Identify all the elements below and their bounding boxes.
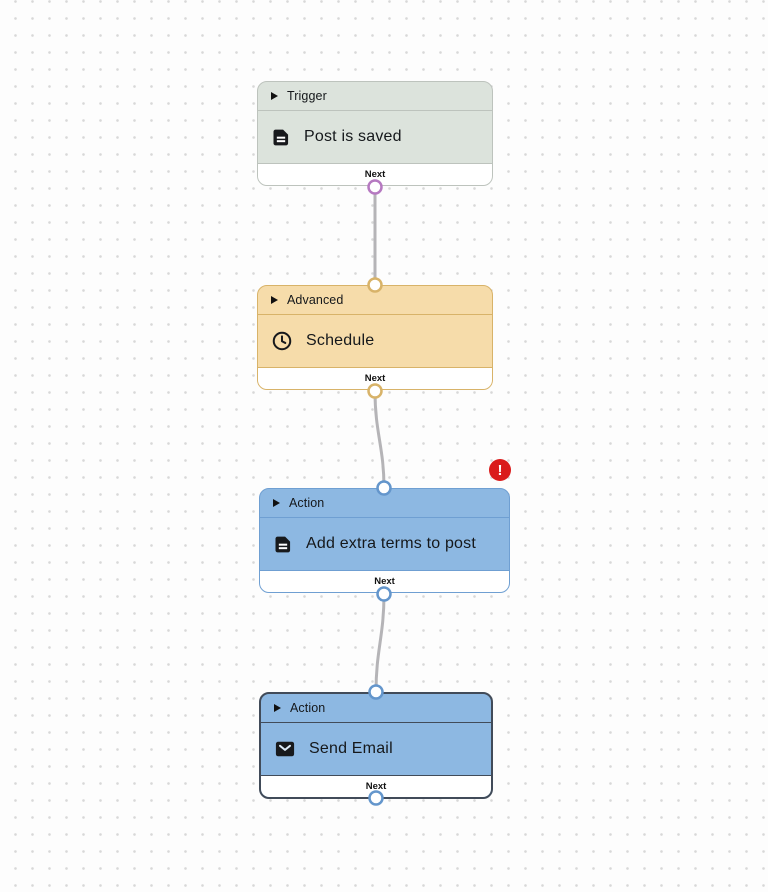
next-output-handle[interactable]: Next xyxy=(258,163,492,185)
node-header[interactable]: Trigger xyxy=(258,82,492,111)
node-category-label: Trigger xyxy=(287,89,327,103)
node-trigger-post-is-saved[interactable]: Trigger Post is saved Next xyxy=(257,81,493,186)
node-category-label: Action xyxy=(289,496,325,510)
node-body: Add extra terms to post xyxy=(260,518,509,570)
node-category-label: Action xyxy=(290,701,326,715)
next-output-handle[interactable]: Next xyxy=(260,570,509,592)
node-header[interactable]: Advanced xyxy=(258,286,492,315)
node-advanced-schedule[interactable]: Advanced Schedule Next xyxy=(257,285,493,390)
input-port[interactable] xyxy=(376,480,392,496)
output-port[interactable] xyxy=(367,179,383,195)
envelope-icon xyxy=(274,739,296,759)
clock-icon xyxy=(271,330,293,352)
node-body: Post is saved xyxy=(258,111,492,163)
input-port[interactable] xyxy=(368,684,384,700)
node-title: Add extra terms to post xyxy=(306,535,477,552)
collapse-triangle-icon xyxy=(271,92,278,100)
next-output-handle[interactable]: Next xyxy=(261,775,491,797)
document-icon xyxy=(271,127,291,148)
next-label: Next xyxy=(364,373,386,384)
output-port[interactable] xyxy=(368,790,384,806)
node-category-label: Advanced xyxy=(287,293,344,307)
next-label: Next xyxy=(364,169,386,180)
node-body: Send Email xyxy=(261,723,491,775)
collapse-triangle-icon xyxy=(274,704,281,712)
error-badge-icon[interactable]: ! xyxy=(489,459,511,481)
node-title: Post is saved xyxy=(304,128,402,145)
collapse-triangle-icon xyxy=(273,499,280,507)
node-action-send-email[interactable]: Action Send Email Next xyxy=(259,692,493,799)
next-label: Next xyxy=(374,576,395,587)
next-output-handle[interactable]: Next xyxy=(258,367,492,389)
node-header[interactable]: Action xyxy=(261,694,491,723)
output-port[interactable] xyxy=(376,586,392,602)
connector-wire xyxy=(373,389,386,490)
node-title: Schedule xyxy=(306,332,375,349)
input-port[interactable] xyxy=(367,277,383,293)
node-body: Schedule xyxy=(258,315,492,367)
node-action-add-extra-terms[interactable]: Action Add extra terms to post Next xyxy=(259,488,510,593)
next-label: Next xyxy=(365,781,387,792)
connector-wire xyxy=(374,592,386,694)
collapse-triangle-icon xyxy=(271,296,278,304)
node-title: Send Email xyxy=(309,740,393,757)
output-port[interactable] xyxy=(367,383,383,399)
node-header[interactable]: Action xyxy=(260,489,509,518)
document-icon xyxy=(273,534,293,555)
